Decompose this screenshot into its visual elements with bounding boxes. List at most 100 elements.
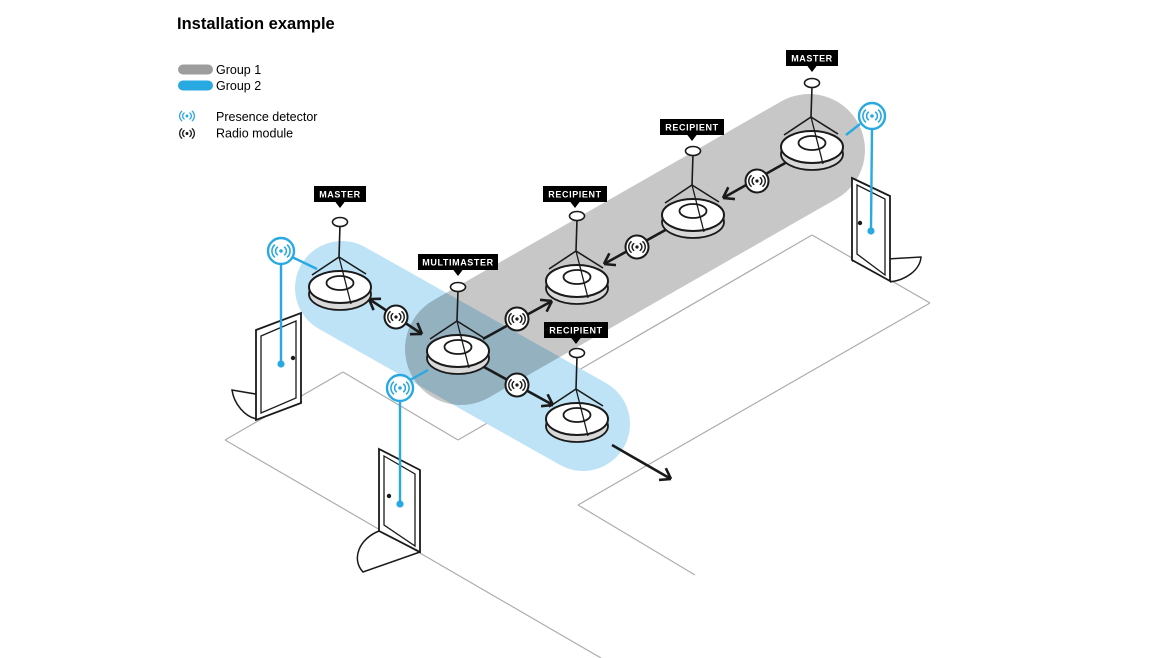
detector-lamp-line — [409, 368, 429, 382]
detector-endpoint-dot — [277, 360, 285, 368]
label-pointer — [453, 269, 463, 276]
label-pointer — [687, 134, 697, 141]
door-right — [851, 176, 922, 283]
lamp-ceiling-cap — [803, 77, 821, 89]
arrowhead — [367, 298, 375, 311]
legend: Group 1 Group 2 Presence detector Radio … — [178, 63, 317, 141]
radio-module-icon — [624, 234, 650, 260]
label-text: RECIPIENT — [548, 190, 601, 200]
lamp-cone-right — [575, 388, 604, 407]
presence-detector-links — [277, 123, 875, 508]
lamp-stem — [456, 289, 459, 322]
radio-waves-glyph — [628, 240, 646, 254]
wall-line — [577, 504, 696, 576]
label-text: MASTER — [319, 190, 361, 200]
lamp-label-master-left: MASTER — [314, 186, 366, 208]
lamp-cone-left — [783, 116, 812, 136]
lamp-multimaster — [426, 281, 490, 375]
page-title: Installation example — [177, 15, 335, 33]
lamp-ceiling-cap — [684, 145, 702, 157]
legend-group2-label: Group 2 — [216, 79, 261, 93]
lamp-cone-left — [311, 256, 340, 276]
radio-module-icon — [383, 304, 409, 330]
lamp-ceiling-cap — [568, 210, 586, 222]
lamp-seam — [691, 184, 705, 233]
lamp-inner-ring — [325, 275, 355, 291]
legend-group1-label: Group 1 — [216, 63, 261, 77]
label-pointer — [335, 201, 345, 208]
door-handle — [386, 493, 392, 499]
lamp-recipient-2 — [545, 210, 609, 305]
label-box — [786, 50, 838, 66]
lamp-seam — [810, 116, 824, 165]
lamp-cone-right — [691, 184, 720, 203]
arrowhead — [416, 322, 424, 335]
lamp-stem — [691, 153, 694, 186]
presence-detector-icon — [179, 110, 195, 122]
wall-line — [577, 302, 931, 506]
lamp-stem — [810, 85, 813, 118]
legend-group1-swatch — [178, 64, 213, 75]
detector-endpoint-dot — [396, 500, 404, 508]
label-pointer — [571, 337, 581, 344]
radio-waves-glyph — [390, 381, 410, 395]
arrowhead — [658, 477, 672, 482]
lamp-seam — [575, 250, 589, 299]
lamp-inner-ring — [562, 269, 592, 285]
presence-detector-icon — [266, 236, 296, 266]
label-text: RECIPIENT — [665, 123, 718, 133]
lamp-ceiling-cap — [568, 347, 586, 359]
label-box — [418, 254, 498, 270]
label-pointer — [570, 201, 580, 208]
presence-detector-link — [277, 255, 318, 368]
arrowhead — [546, 393, 555, 406]
presence-detector-link — [845, 123, 875, 235]
presence-detector-icon — [857, 101, 887, 131]
label-box — [543, 186, 607, 202]
lamp-cone-right — [338, 256, 367, 275]
arrowhead — [664, 467, 673, 480]
arrow-line — [611, 443, 672, 481]
door-handle — [290, 355, 296, 361]
radio-waves-glyph — [508, 378, 526, 392]
radio-waves-glyph — [271, 244, 291, 258]
door-handle — [857, 220, 863, 226]
lamp-inner-ring — [562, 407, 592, 423]
lamp-master-left — [308, 216, 372, 311]
door-left — [231, 311, 303, 422]
arrowhead — [603, 262, 617, 267]
lamp-label-master-right: MASTER — [786, 50, 838, 72]
lamp-inner-ring — [678, 203, 708, 219]
radio-module-icon — [504, 372, 530, 398]
lamp-label-multimaster: MULTIMASTER — [418, 254, 498, 276]
lamp-cone-left — [548, 388, 577, 408]
lamp-recipient-3 — [545, 347, 609, 443]
radio-module-icon — [504, 306, 530, 332]
label-box — [314, 186, 366, 202]
arrowhead — [539, 298, 553, 303]
radio-waves-glyph — [179, 110, 195, 122]
lamp-cone-left — [664, 184, 693, 204]
radio-waves-glyph — [748, 174, 766, 188]
lamp-cone-right — [456, 320, 485, 339]
arrowhead — [602, 252, 611, 265]
detector-lamp-line — [845, 123, 861, 136]
lamp-recipient-1 — [661, 145, 725, 239]
legend-presence-label: Presence detector — [216, 110, 317, 124]
pendant-lamps — [308, 77, 844, 443]
label-text: RECIPIENT — [549, 326, 602, 336]
detector-lamp-line — [291, 255, 318, 271]
lamp-seam — [575, 388, 589, 437]
door-swing-arc — [356, 530, 421, 573]
lamp-cone-right — [575, 250, 604, 269]
lamp-seam — [456, 320, 470, 369]
lamp-label-recipient-2: RECIPIENT — [543, 186, 607, 208]
lamp-inner-ring — [797, 135, 827, 151]
door-leaf — [260, 320, 297, 414]
label-text: MASTER — [791, 54, 833, 64]
lamp-cone-left — [429, 320, 458, 340]
radio-waves-glyph — [508, 312, 526, 326]
arrowhead — [721, 186, 730, 199]
